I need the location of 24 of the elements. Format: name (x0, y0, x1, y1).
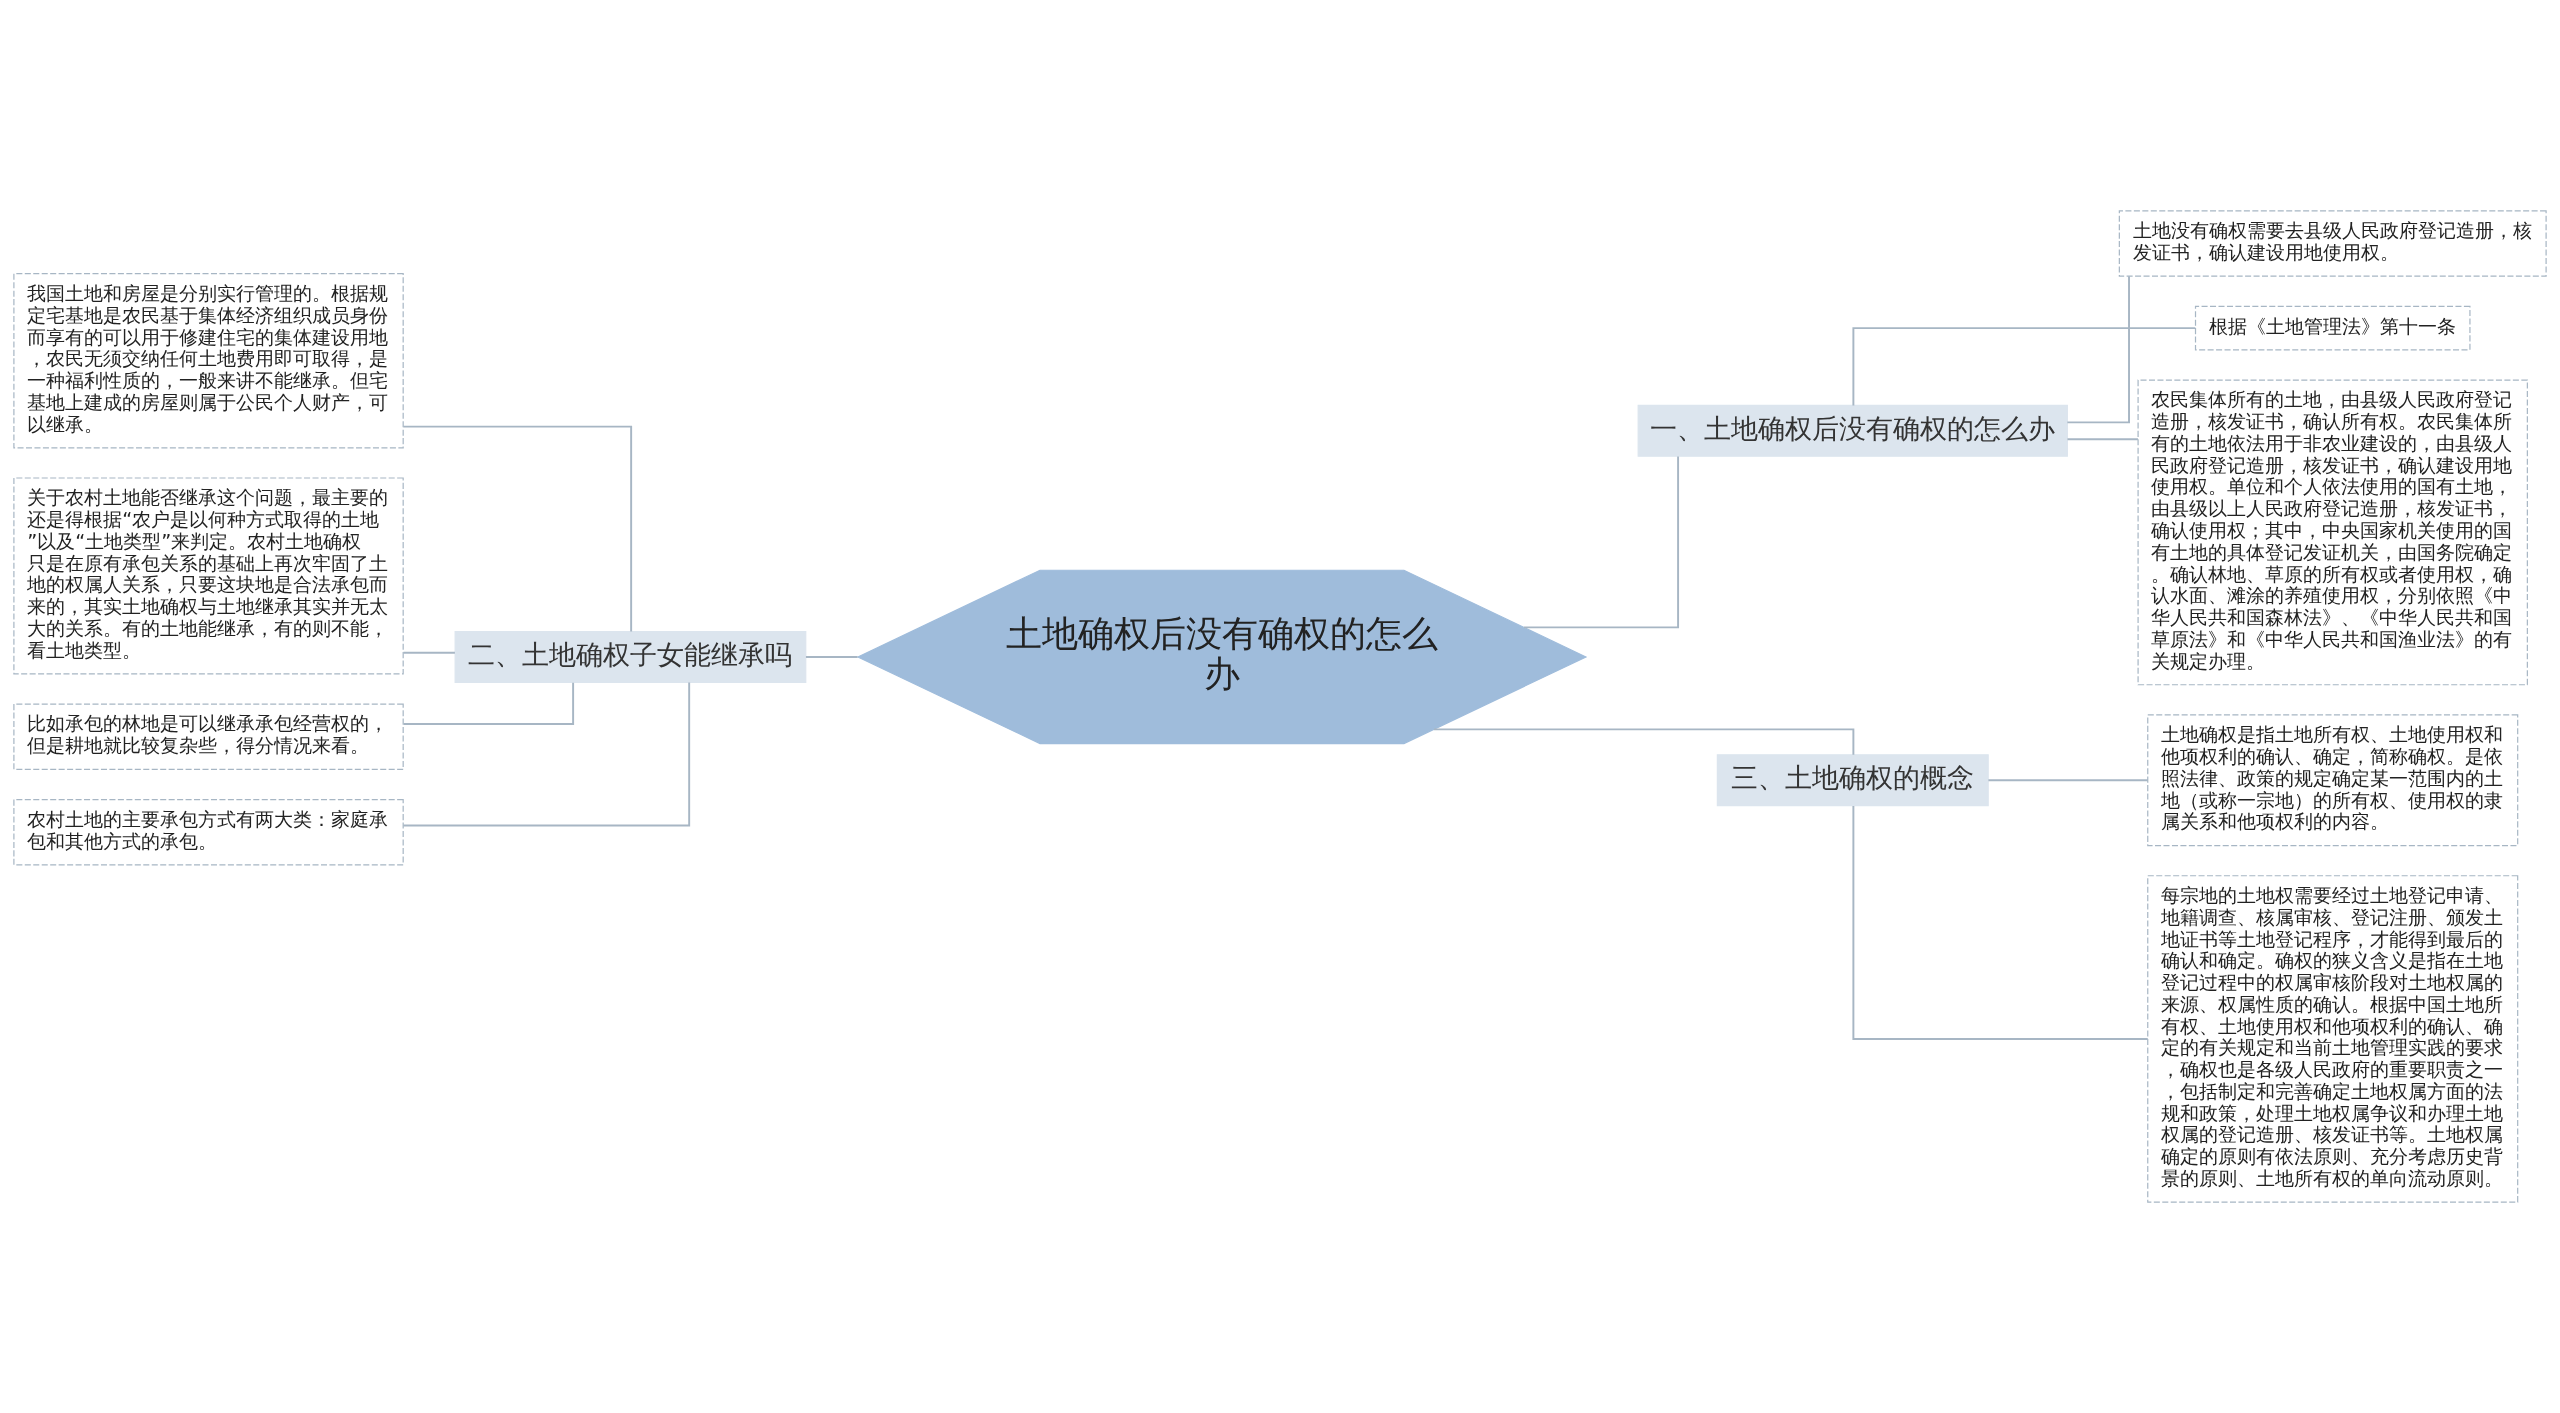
connector (2066, 275, 2130, 424)
node-box: 根据《土地管理法》第十一条 (2194, 305, 2471, 351)
node-box: 一、土地确权后没有确权的怎么办 (1637, 404, 2068, 457)
node-box: 农民集体所有的土地，由县级人民政府登记造册，核发证书，确认所有权。农民集体所有的土地依法用于非农业建设的，由县级人民政府登记造册，核发证书，确认建设用地使用权。单位和个人依法使用的国有土地，由县级以上人民政府登记造册，核发证书，确认使用权；其中，中央国家机关使用的国有土地的具体登记发证机关，由国务院确定。确认林地、草原的所有权或者使用权，确认水面、滩涂的养殖使用权，分别依照《中华人民共和国森林法》、《中华人民共和国草原法》和《中华人民共和国渔业法》的有关规定办理。 (2137, 379, 2528, 686)
node-box: 农村土地的主要承包方式有两大类：家庭承包和其他方式的承包。 (13, 799, 404, 866)
node-box: 我国土地和房屋是分别实行管理的。根据规定宅基地是农民基于集体经济组织成员身份而享有的可以用于修建住宅的集体建设用地，农民无须交纳任何土地费用即可取得，是一种福利性质的，一般来讲不能继承。但宅基地上建成的房屋则属于公民个人财产，可以继承。 (13, 273, 404, 449)
node-box: 二、土地确权子女能继承吗 (454, 630, 807, 683)
node-box: 比如承包的林地是可以继承承包经营权的，但是耕地就比较复杂些，得分情况来看。 (13, 703, 404, 770)
node-box: 土地确权是指土地所有权、土地使用权和他项权利的确认、确定，简称确权。是依照法律、政策的规定确定某一范围内的土地（或称一宗地）的所有权、使用权的隶属关系和他项权利的内容。 (2147, 714, 2519, 847)
node-box: 土地没有确权需要去县级人民政府登记造册，核发证书，确认建设用地使用权。 (2118, 210, 2547, 277)
connector (402, 681, 575, 725)
connector (402, 651, 456, 654)
node-box: 关于农村土地能否继承这个问题，最主要的还是得根据“农户是以何种方式取得的土地”以及“土地类型”来判定。农村土地确权只是在原有承包关系的基础上再次牢固了土地的权属人关系，只要这块地是合法承包而来的，其实土地确权与土地继承其实并无太大的关系。有的土地能继承，有的则不能，看土地类型。 (13, 477, 404, 675)
connector (1852, 327, 2197, 407)
connector (1523, 455, 1680, 629)
connector (804, 655, 859, 658)
connector (1987, 779, 2149, 782)
connector (1852, 805, 2149, 1040)
node-box: 三、土地确权的概念 (1716, 754, 1989, 807)
node-box: 每宗地的土地权需要经过土地登记申请、地籍调查、核属审核、登记注册、颁发土地证书等土地登记程序，才能得到最后的确认和确定。确权的狭义含义是指在土地登记过程中的权属审核阶段对土地权属的来源、权属性质的确认。根据中国土地所有权、土地使用权和他项权利的确认、确定的有关规定和当前土地管理实践的要求，确权也是各级人民政府的重要职责之一，包括制定和完善确定土地权属方面的法规和政策，处理土地权属争议和办理土地权属的登记造册、核发证书等。土地权属确定的原则有依法原则、充分考虑历史背景的原则、土地所有权的单向流动原则。 (2147, 875, 2519, 1203)
connector (402, 425, 633, 633)
connector (2066, 438, 2139, 441)
connector (402, 681, 691, 827)
connector (1433, 728, 1855, 756)
